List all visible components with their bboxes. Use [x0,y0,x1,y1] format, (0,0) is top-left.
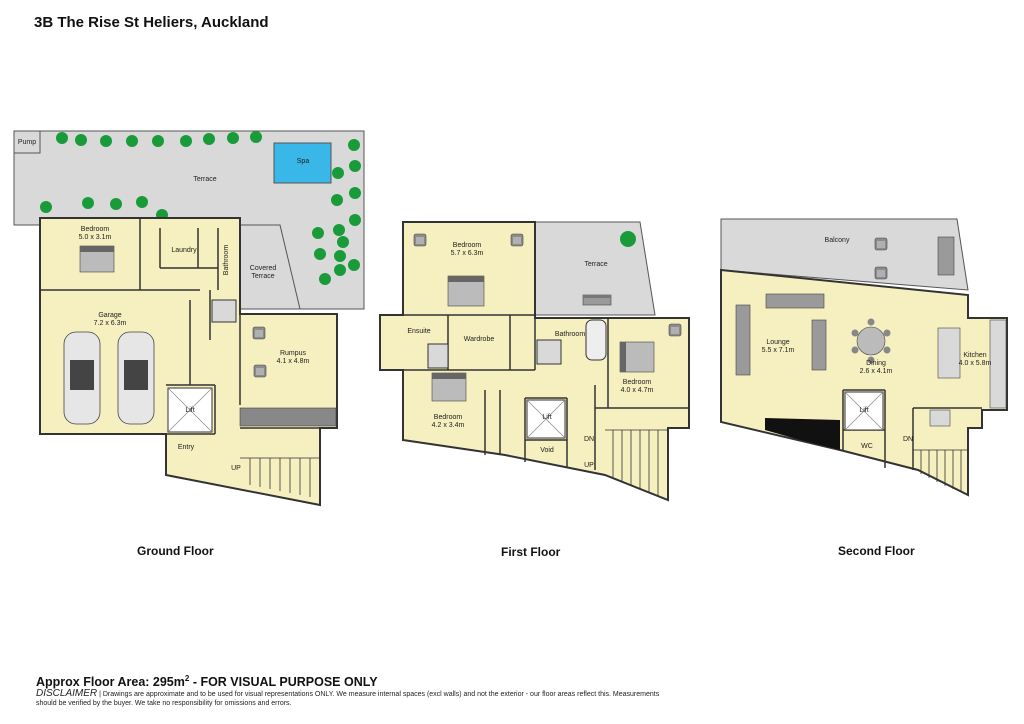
label-covered: Covered [250,265,277,272]
label-bathroom: Bathroom [223,245,230,276]
label-first-bathroom: Bathroom [555,331,586,338]
pump-room [13,130,41,154]
label-ensuite: Ensuite [407,328,430,335]
label-second-lift: Lift [859,407,868,414]
label-first-dn: DN [584,436,594,443]
label-rumpus-dim: 4.1 x 4.8m [277,358,310,365]
disclaimer-text: | Drawings are approximate and to be use… [36,691,660,707]
label-bedroom-3: Bedroom [434,414,463,421]
disclaimer: DISCLAIMER | Drawings are approximate an… [36,689,676,708]
label-bedroom-1: Bedroom [453,242,482,249]
page-title: 3B The Rise St Heliers, Auckland [34,14,269,31]
ground-floor-label: Ground Floor [137,544,214,558]
label-pump: Pump [18,139,36,146]
label-bedroom-2: Bedroom [623,379,652,386]
label-bedroom-1-dim: 5.7 x 6.3m [451,250,484,257]
label-entry: Entry [178,444,195,451]
label-second-dn: DN [903,436,913,443]
label-bedroom: Bedroom [81,226,110,233]
label-up: UP [231,465,241,472]
label-balcony: Balcony [825,237,850,244]
shrubs [40,131,361,285]
floor-area-note: Approx Floor Area: 295m2 - FOR VISUAL PU… [36,674,378,689]
label-spa: Spa [297,158,310,165]
second-interior [720,268,1008,497]
label-garage-dim: 7.2 x 6.3m [94,320,127,327]
second-floor-label: Second Floor [838,544,915,558]
label-first-up: UP [584,462,594,469]
label-covered-terrace: Terrace [251,273,274,280]
label-wc: WC [861,443,873,450]
spa-pool [273,142,332,184]
label-laundry: Laundry [171,247,197,254]
first-floor-label: First Floor [501,545,561,559]
label-first-terrace: Terrace [584,261,607,268]
label-bedroom-2-dim: 4.0 x 4.7m [621,387,654,394]
label-terrace: Terrace [193,176,216,183]
label-lift: Lift [185,407,194,414]
label-dining: Dining [866,360,886,367]
label-dining-dim: 2.6 x 4.1m [860,368,893,375]
label-bedroom-dim: 5.0 x 3.1m [79,234,112,241]
area-sup: 2 [184,674,190,683]
label-lounge-dim: 5.5 x 7.1m [762,347,795,354]
label-first-lift: Lift [542,414,551,421]
label-bedroom-3-dim: 4.2 x 3.4m [432,422,465,429]
second-floor-plan: Balcony Lounge 5.5 x 7.1m Dining 2.6 x 4… [720,218,1008,497]
disclaimer-head: DISCLAIMER [36,688,98,699]
ground-floor-plan: Pump Terrace Spa Bedroom 5.0 x 3.1m Laun… [13,130,365,507]
label-wardrobe: Wardrobe [464,336,495,343]
label-garage: Garage [98,312,121,319]
label-void: Void [540,447,554,454]
label-kitchen: Kitchen [963,352,986,359]
balcony [720,218,969,291]
area-suffix: - FOR VISUAL PURPOSE ONLY [189,675,378,690]
first-floor-plan: Bedroom 5.7 x 6.3m Terrace Ensuite Wardr… [379,221,690,502]
area-prefix: Approx Floor Area: 295m [36,675,185,690]
label-kitchen-dim: 4.0 x 5.8m [959,360,992,367]
label-rumpus: Rumpus [280,350,307,357]
label-lounge: Lounge [766,339,789,346]
